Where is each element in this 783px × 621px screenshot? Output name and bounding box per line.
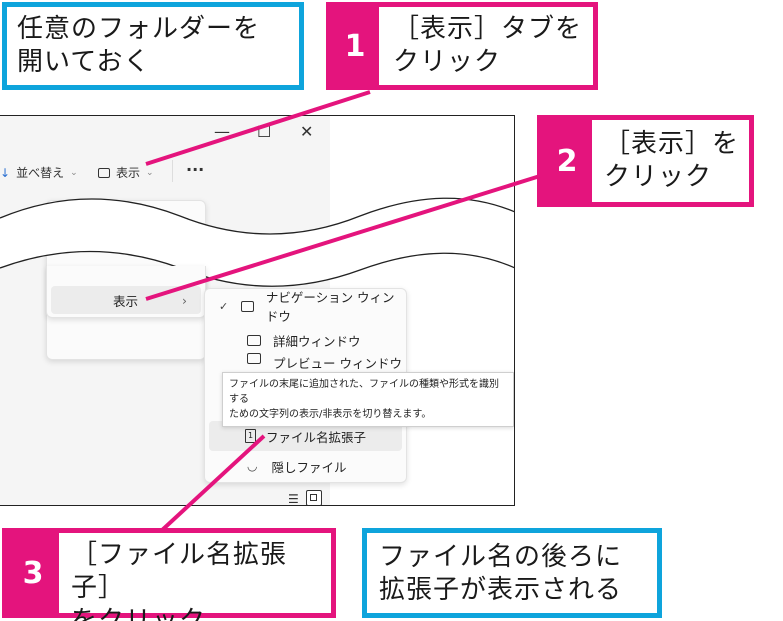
step1-number: 1 [331,7,379,85]
more-options-button[interactable]: ··· [186,160,204,179]
menu-item-hidden-files-label: 隠しファイル [271,459,347,475]
details-view-icon[interactable]: ☰ [288,492,299,506]
view-tab-button[interactable]: 表示 ⌄ [98,164,154,181]
chevron-down-icon: ⌄ [70,167,78,178]
menu-item-preview-pane-label: プレビュー ウィンドウ [273,356,402,371]
tooltip-line-1: ファイルの末尾に追加された、ファイルの種類や形式を識別する [229,379,499,405]
omission-wave [0,197,514,287]
close-icon[interactable]: ✕ [300,122,314,141]
menu-item-navigation-pane[interactable]: ✓ ナビゲーション ウィンドウ [205,290,406,324]
step1-text: ［表示］タブを クリック [393,14,583,77]
navigation-pane-icon [240,300,254,312]
step3-callout: 3 ［ファイル名拡張子］ をクリック [2,528,336,621]
menu-item-file-extensions-label: ファイル名拡張子 [266,429,367,445]
result-callout-text: ファイル名の後ろに 拡張子が表示される [379,542,623,605]
step3-text: ［ファイル名拡張子］ をクリック [71,540,288,621]
eye-icon: ◡ [247,459,258,473]
toolbar-separator [172,160,173,182]
checkmark-icon: ✓ [219,299,229,313]
menu-item-hidden-files[interactable]: ◡ 隠しファイル [205,451,406,481]
menu-item-preview-pane[interactable]: プレビュー ウィンドウ [205,353,406,371]
sort-label: 並べ替え [16,166,65,180]
folder-open-callout: 任意のフォルダーを 開いておく [2,2,304,90]
view-label: 表示 [116,166,141,180]
step1-callout: 1 ［表示］タブを クリック [326,2,598,90]
details-pane-icon [247,334,261,346]
menu-item-details-pane[interactable]: 詳細ウィンドウ [205,325,406,355]
step2-text: ［表示］を クリック [604,129,740,192]
step2-number: 2 [542,120,592,202]
menu-item-navigation-pane-label: ナビゲーション ウィンドウ [265,290,395,324]
sort-button[interactable]: ↓ 並べ替え ⌄ [0,164,78,181]
tooltip-line-2: ための文字列の表示/非表示を切り替えます。 [229,409,432,420]
folder-open-callout-text: 任意のフォルダーを 開いておく [17,14,261,77]
step2-callout: 2 ［表示］を クリック [537,115,754,207]
chevron-right-icon: › [182,292,187,308]
sort-icon: ↓ [0,165,11,180]
preview-pane-icon [247,353,261,364]
menu-item-details-pane-label: 詳細ウィンドウ [273,333,361,349]
large-icons-view-icon[interactable] [306,490,322,505]
more-icon: ··· [186,160,205,179]
file-extension-tooltip: ファイルの末尾に追加された、ファイルの種類や形式を識別する ための文字列の表示/… [222,372,514,427]
file-extension-icon: 1 [245,429,256,443]
explorer-screenshot: — ☐ ✕ ↓ 並べ替え ⌄ 表示 ⌄ ··· 特大アイコン 表示 › [0,115,515,506]
menu-item-show-label: 表示 [113,293,139,309]
view-icon [98,167,110,178]
step3-number: 3 [7,533,59,613]
result-callout: ファイル名の後ろに 拡張子が表示される [362,528,662,618]
chevron-down-icon: ⌄ [146,167,154,178]
view-dropdown-menu-lower: 表示 › [46,266,206,318]
